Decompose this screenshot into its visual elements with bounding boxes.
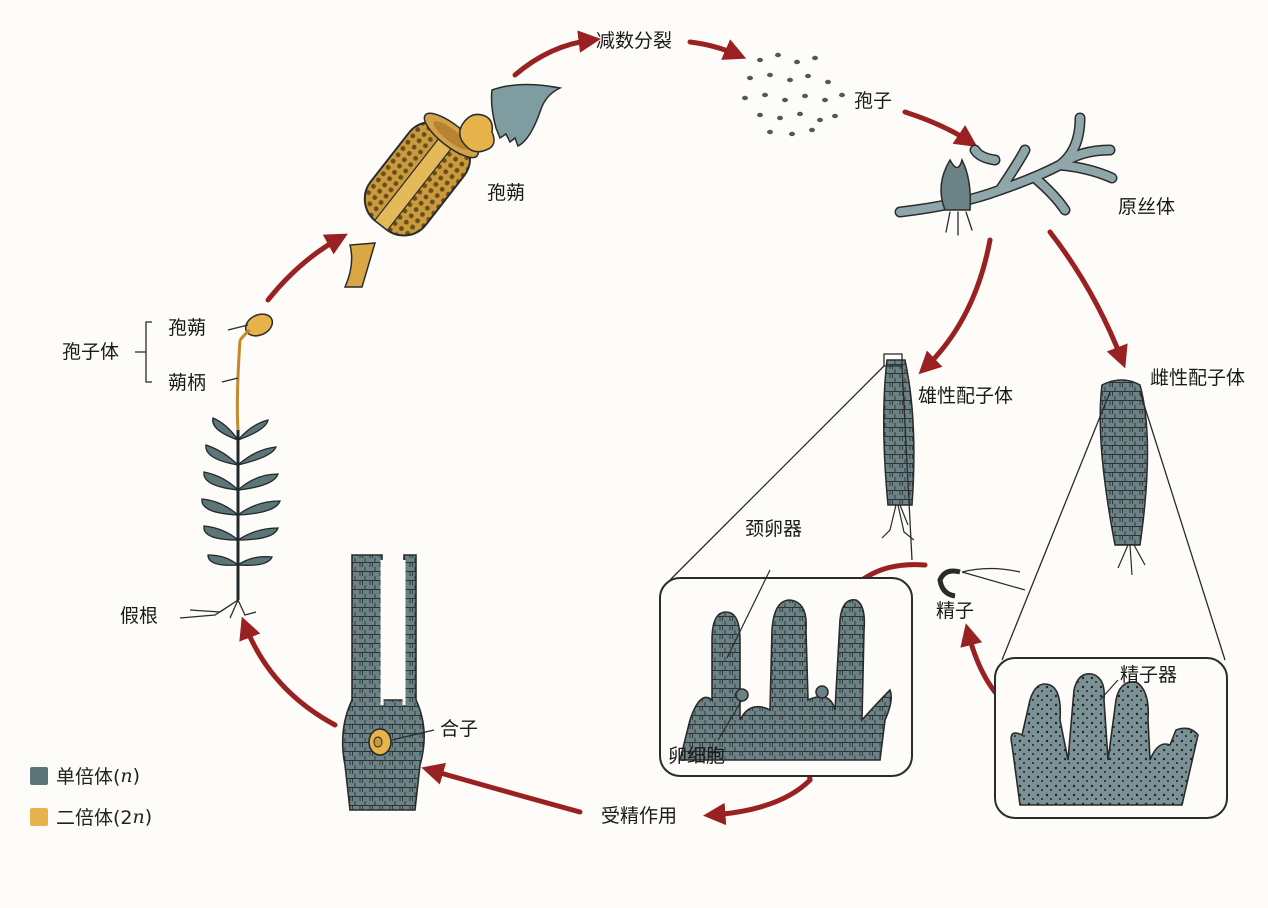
legend-diploid-close: ) [145, 806, 152, 828]
label-rhizoid: 假根 [120, 605, 158, 627]
spores-cluster [742, 53, 845, 136]
legend-diploid-label: 二倍体(2 [56, 803, 133, 830]
sporophyte-plant [180, 310, 280, 618]
label-meiosis: 减数分裂 [596, 30, 672, 52]
protonema-illustration [900, 118, 1112, 235]
zygote-illustration [343, 555, 434, 810]
arrow-protonema-to-male [925, 240, 990, 368]
label-egg-cell: 卵细胞 [668, 745, 725, 767]
label-sporophyte: 孢子体 [62, 341, 119, 363]
label-archegonium: 颈卵器 [745, 518, 802, 540]
sperm-illustration [940, 569, 1025, 597]
label-capsule: 孢蒴 [168, 317, 206, 339]
legend-haploid-n: n [120, 765, 132, 787]
male-zoom-lines [670, 366, 912, 580]
label-capsule-top: 孢蒴 [487, 182, 525, 204]
arrow-zygote-to-rhizoid [245, 625, 335, 725]
arrow-protonema-to-female [1050, 232, 1122, 360]
antheridium-zoom [995, 658, 1227, 818]
operculum-cap [492, 84, 561, 146]
label-female-gametophyte: 雌性配子体 [1150, 367, 1245, 389]
egg-cell-right [816, 686, 828, 698]
rhizoid-lines [180, 600, 256, 618]
haploid-swatch [30, 767, 48, 785]
arrow-fertilization-to-zygote [430, 770, 580, 812]
label-zygote: 合子 [440, 718, 478, 740]
arrow-spores-to-protonema [905, 112, 970, 142]
label-seta: 蒴柄 [168, 372, 206, 394]
diploid-swatch [30, 808, 48, 826]
label-protonema: 原丝体 [1118, 196, 1175, 218]
arrow-sporophyte-to-capsule [268, 238, 340, 300]
legend-haploid: 单倍体(n) [30, 762, 140, 789]
legend-diploid-n: n [133, 806, 145, 828]
label-sperm: 精子 [936, 600, 974, 622]
egg-cell-left [736, 689, 748, 701]
label-spores: 孢子 [854, 90, 892, 112]
capsule-illustration [345, 84, 560, 287]
arrow-meiosis-to-spores [690, 42, 738, 55]
protonema-bud [941, 160, 972, 235]
label-antheridium: 精子器 [1120, 664, 1177, 686]
label-male-gametophyte: 雄性配子体 [918, 385, 1013, 407]
label-fertilization: 受精作用 [601, 805, 677, 827]
legend-haploid-label: 单倍体( [56, 762, 120, 789]
legend-haploid-close: ) [133, 765, 140, 787]
female-gametophyte [1002, 380, 1225, 660]
arrow-capsule-to-meiosis [515, 40, 592, 75]
male-gametophyte [670, 354, 914, 580]
